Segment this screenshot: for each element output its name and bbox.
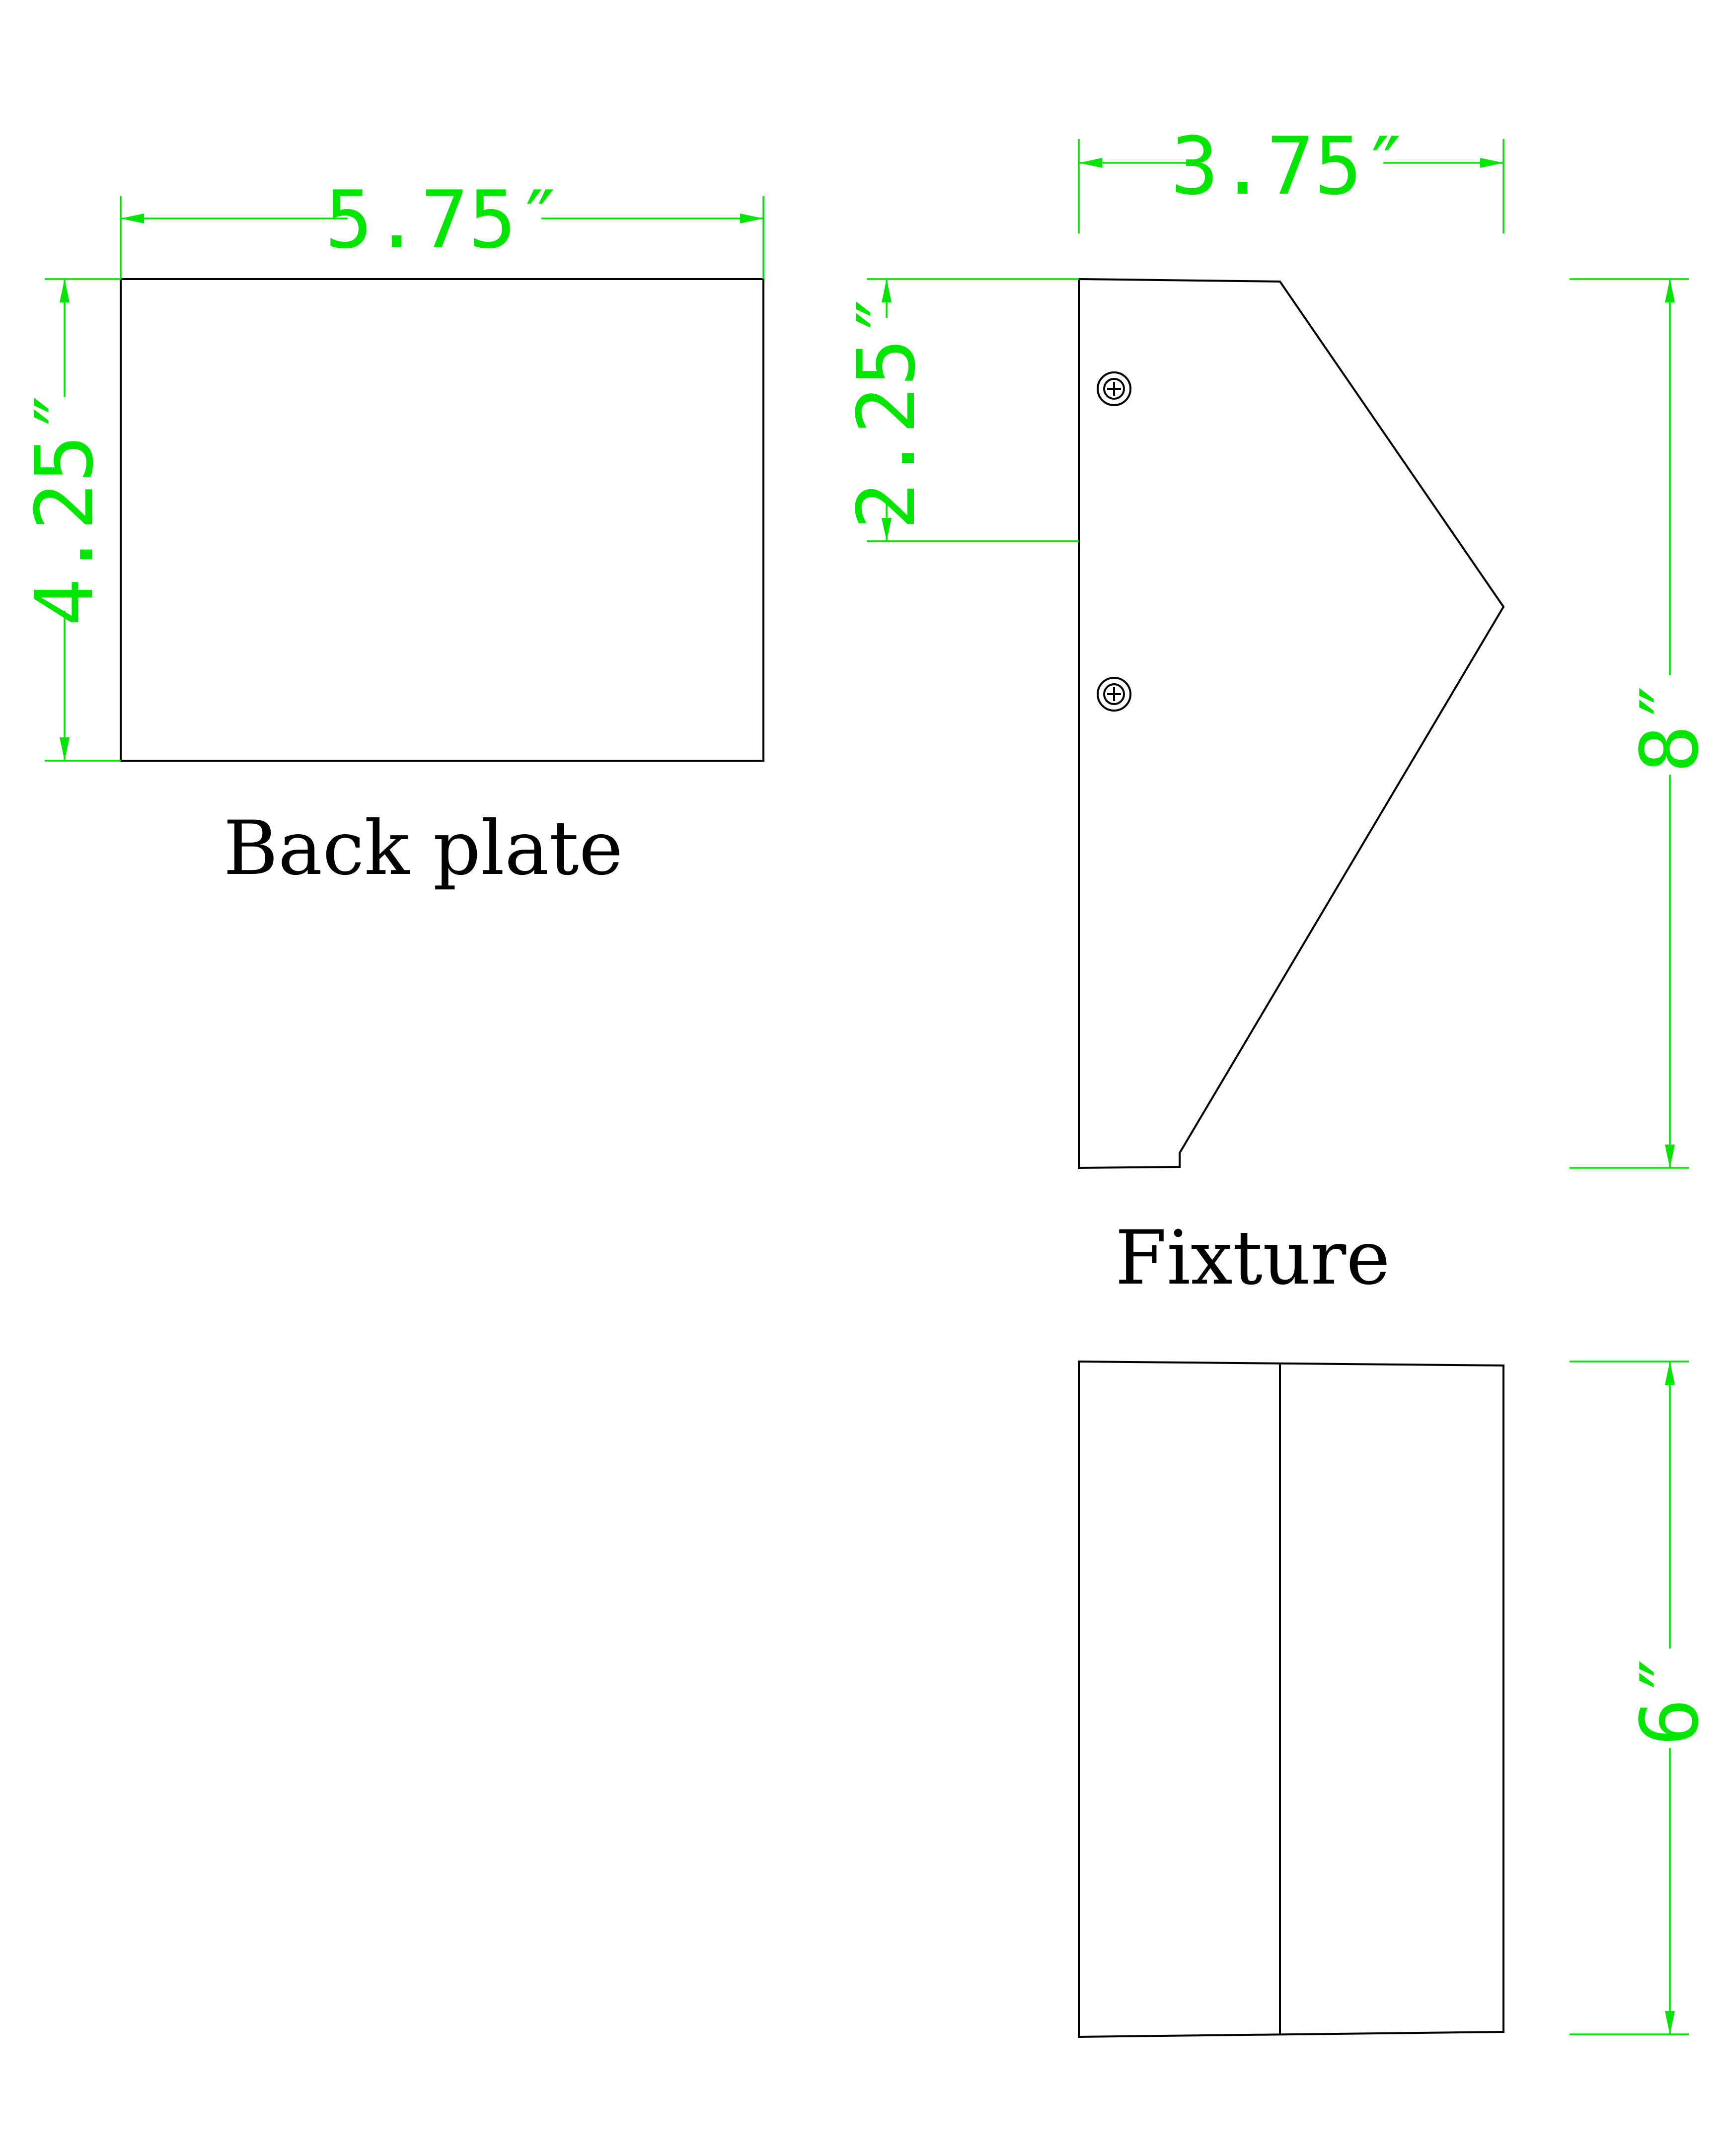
back-plate-width-label: 5.75″ <box>325 173 564 266</box>
fixture-depth-label: 3.75″ <box>1171 120 1410 213</box>
back-plate-caption: Back plate <box>224 805 623 892</box>
screw-icon <box>1097 371 1131 406</box>
back-plate-view: 5.75″ 4.25″ Back plate <box>18 173 764 892</box>
fixture-depth-dimension: 3.75″ <box>1078 120 1504 233</box>
fixture-width-dimension: 6″ <box>1570 1361 1716 2035</box>
back-plate-outline <box>120 278 764 762</box>
back-plate-height-dimension: 4.25″ <box>18 278 121 762</box>
fixture-front-view: 6″ <box>1078 1360 1716 2038</box>
fixture-height-dimension: 8″ <box>1570 278 1716 1169</box>
screw-offset-dimension: 2.25″ <box>840 278 1079 542</box>
fixture-front-outline <box>1078 1360 1504 2038</box>
fixture-width-label: 6″ <box>1623 1651 1716 1746</box>
fixture-caption: Fixture <box>1115 1215 1390 1301</box>
fixture-side-outline <box>1078 278 1505 1169</box>
fixture-side-view: 3.75″ 2.25″ 8″ Fixture <box>840 120 1716 1301</box>
back-plate-width-dimension: 5.75″ <box>120 173 764 279</box>
fixture-height-label: 8″ <box>1623 677 1716 773</box>
screw-offset-label: 2.25″ <box>840 290 933 530</box>
back-plate-height-label: 4.25″ <box>18 387 111 626</box>
screw-icon <box>1097 677 1131 712</box>
